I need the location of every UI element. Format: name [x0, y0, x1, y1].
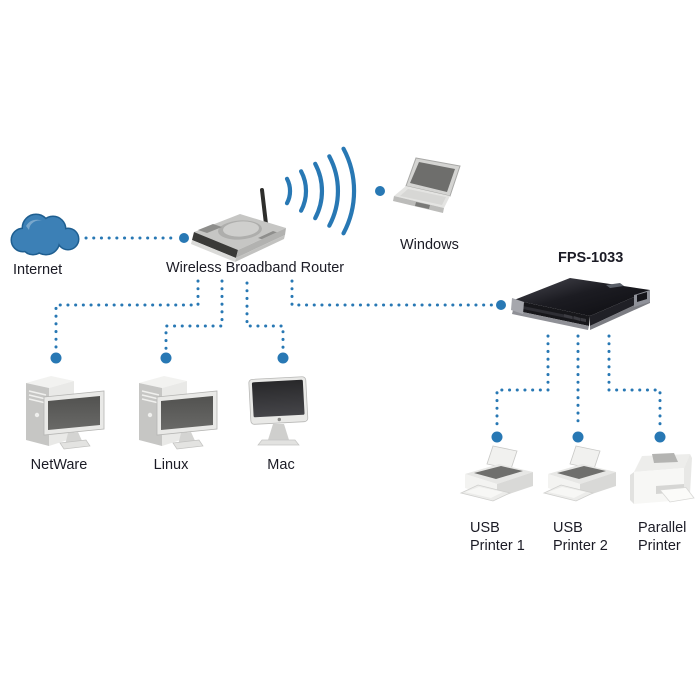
mac-label: Mac — [267, 457, 295, 473]
imac-icon — [248, 376, 309, 446]
connection-endpoint-dots — [50, 186, 666, 443]
laptop-icon — [393, 157, 461, 213]
inkjet-printer-icon — [543, 445, 617, 502]
usb-printer-1-label: USB Printer 1 — [470, 520, 525, 554]
connection-router-mac — [245, 281, 285, 352]
connection-router-linux — [164, 279, 224, 352]
connection-router-netware — [54, 279, 200, 352]
connection-printserver-usb1 — [495, 334, 550, 430]
windows-label: Windows — [400, 237, 459, 253]
wireless-router-icon — [191, 188, 286, 262]
internet-label: Internet — [13, 262, 63, 278]
inkjet-printer-icon — [460, 445, 534, 502]
desktop-tower-icon — [138, 375, 218, 450]
print-server-label: FPS-1033 — [558, 250, 624, 266]
print-server-icon — [511, 278, 650, 330]
cloud-icon — [10, 213, 80, 256]
desktop-tower-icon — [25, 375, 105, 450]
connection-printserver-parallel — [607, 334, 662, 430]
netware-label: NetWare — [30, 457, 88, 473]
linux-label: Linux — [153, 457, 189, 473]
usb-printer-2-label: USB Printer 2 — [553, 520, 608, 554]
wifi-signal-icon — [284, 146, 357, 236]
parallel-printer-label: Parallel Printer — [638, 520, 687, 554]
laser-printer-icon — [630, 453, 695, 504]
router-label: Wireless Broadband Router — [166, 260, 345, 276]
connection-router-printserver — [290, 279, 494, 307]
